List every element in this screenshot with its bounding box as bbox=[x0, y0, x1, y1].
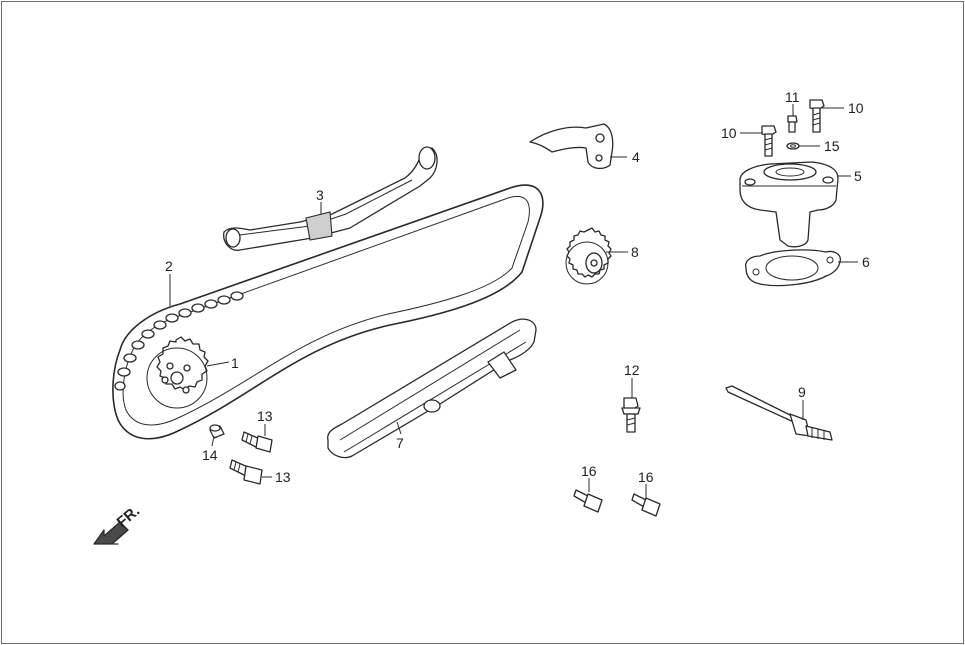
callout-14: 14 bbox=[202, 447, 218, 463]
callout-16-left: 16 bbox=[581, 463, 597, 479]
tensioner-gasket bbox=[745, 249, 841, 287]
callout-12: 12 bbox=[624, 362, 640, 378]
lower-chain-guide bbox=[327, 318, 537, 459]
callout-2: 2 bbox=[165, 258, 173, 274]
callout-1: 1 bbox=[231, 355, 239, 371]
bolt-16-left bbox=[573, 489, 603, 513]
callout-10-left: 10 bbox=[721, 125, 737, 141]
callout-numbers: 1 2 3 4 5 6 7 8 9 10 10 11 12 13 13 14 1… bbox=[165, 89, 870, 485]
drive-sprocket bbox=[146, 336, 209, 409]
callout-5: 5 bbox=[854, 168, 862, 184]
callout-16-right: 16 bbox=[638, 469, 654, 485]
dowel-pin-14 bbox=[209, 424, 225, 439]
callout-15: 15 bbox=[824, 138, 840, 154]
tensioner-bolts bbox=[761, 99, 825, 157]
timing-chain bbox=[112, 184, 544, 440]
bolt-13-lower bbox=[229, 459, 263, 485]
callout-7: 7 bbox=[396, 435, 404, 451]
chain-tensioner bbox=[739, 161, 839, 248]
callout-11: 11 bbox=[785, 89, 800, 105]
callout-4: 4 bbox=[632, 149, 640, 165]
bolt-13-upper bbox=[241, 431, 273, 453]
callout-13-upper: 13 bbox=[257, 408, 273, 424]
callout-13-lower: 13 bbox=[275, 469, 291, 485]
callout-6: 6 bbox=[862, 254, 870, 270]
bolt-16-right bbox=[631, 493, 661, 517]
leader-lines bbox=[169, 104, 858, 498]
callout-8: 8 bbox=[631, 244, 639, 260]
callout-9: 9 bbox=[798, 384, 806, 400]
bolt-12 bbox=[621, 397, 641, 433]
idler-sprocket bbox=[565, 227, 612, 285]
chain-links bbox=[114, 291, 244, 391]
tensioner-pushrod bbox=[725, 385, 833, 441]
guide-bracket bbox=[529, 123, 614, 170]
upper-chain-guide bbox=[223, 146, 438, 251]
callout-3: 3 bbox=[316, 187, 324, 203]
front-direction-arrow bbox=[93, 521, 129, 545]
callout-10-right: 10 bbox=[848, 100, 864, 116]
